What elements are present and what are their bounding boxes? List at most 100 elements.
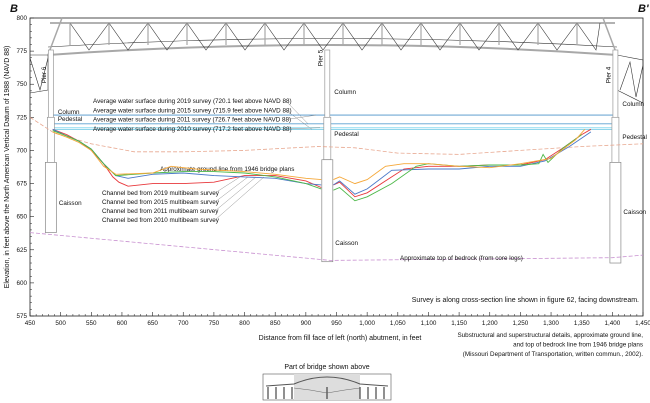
inset-bridge	[265, 376, 389, 387]
pier-pedestal	[611, 116, 620, 163]
leader-line	[214, 176, 249, 203]
source-note-line: Substructural and superstructural detail…	[457, 332, 643, 339]
y-tick-label: 650	[16, 214, 27, 221]
x-tick-label: 1,200	[482, 320, 498, 327]
x-tick-label: 1,450	[635, 320, 650, 327]
pier-pedestal	[323, 116, 332, 161]
y-tick-label: 750	[16, 81, 27, 88]
inset-ground	[293, 387, 361, 394]
leader-line	[285, 127, 321, 130]
caisson-label: Caisson	[623, 209, 646, 216]
x-tick-label: 1,100	[421, 320, 437, 327]
x-tick-label: 600	[117, 320, 128, 327]
water-surface-label: Average water surface during 2019 survey…	[93, 98, 292, 105]
truss-web	[537, 22, 578, 51]
pier-label: Pier 4	[605, 66, 612, 83]
truss-web	[342, 22, 383, 51]
channel-bed-label: Channel bed from 2015 multibeam survey	[102, 199, 220, 206]
truss-web	[186, 22, 227, 51]
inset-title: Part of bridge shown above	[284, 364, 369, 371]
section-label-right: B'	[638, 3, 649, 15]
x-tick-label: 650	[147, 320, 158, 327]
bedrock-line	[29, 232, 644, 261]
approach-span-right	[616, 54, 644, 104]
pier-label: Pier 6	[41, 66, 48, 83]
y-tick-label: 675	[16, 181, 27, 188]
approach-truss-left	[29, 57, 49, 92]
x-tick-label: 1,150	[451, 320, 467, 327]
leader-line	[214, 176, 241, 194]
channel-bed-label: Channel bed from 2019 multibeam survey	[102, 190, 220, 197]
x-tick-label: 1,000	[359, 320, 375, 327]
x-tick-label: 900	[301, 320, 312, 327]
channel-bed-line-right	[333, 131, 592, 195]
x-tick-label: 950	[331, 320, 342, 327]
x-tick-label: 450	[25, 320, 36, 327]
channel-bed-line-right	[333, 128, 592, 198]
channel-bed-line-left	[52, 128, 322, 188]
y-tick-label: 725	[16, 114, 27, 121]
channel-bed-label: Channel bed from 2011 multibeam survey	[102, 208, 219, 215]
channel-bed-line-left	[52, 130, 322, 190]
x-tick-label: 700	[178, 320, 189, 327]
approach-truss-right	[619, 60, 644, 98]
column-label: Column	[58, 109, 80, 116]
truss-web	[459, 22, 500, 51]
caisson-label: Caisson	[335, 240, 358, 247]
leader-line	[285, 100, 309, 124]
pier-caisson	[321, 159, 334, 263]
pier-column	[612, 49, 619, 118]
leader-line	[285, 110, 313, 130]
pier-pedestal	[46, 116, 55, 163]
leader-line	[214, 176, 265, 221]
y-tick-label: 575	[16, 313, 27, 320]
x-axis-title: Distance from fill face of left (north) …	[259, 335, 422, 342]
x-tick-label: 1,350	[574, 320, 590, 327]
truss-web	[264, 22, 305, 51]
truss-web	[69, 22, 110, 51]
x-tick-label: 500	[55, 320, 66, 327]
channel-bed-label: Channel bed from 2010 multibeam survey	[102, 217, 220, 224]
plot-frame	[29, 17, 644, 317]
leader-line	[214, 176, 257, 212]
caisson-label: Caisson	[59, 200, 82, 207]
truss-web	[225, 22, 266, 51]
water-surface-label: Average water surface during 2010 survey…	[93, 126, 292, 133]
column-label: Column	[622, 101, 644, 108]
ground-line-label: Approximate ground line from 1946 bridge…	[160, 166, 294, 173]
leader-line	[285, 114, 317, 120]
pier-column	[47, 49, 54, 118]
y-tick-label: 800	[16, 15, 27, 22]
x-tick-label: 1,050	[390, 320, 406, 327]
truss-end-post	[47, 17, 63, 56]
pier-label: Pier 5	[317, 49, 324, 66]
y-tick-label: 600	[16, 280, 27, 287]
truss-web	[381, 22, 422, 51]
y-tick-label: 700	[16, 147, 27, 154]
column-label: Column	[334, 89, 356, 96]
truss-web	[576, 22, 601, 51]
channel-bed-line-left	[52, 131, 322, 181]
truss-web	[108, 22, 149, 51]
channel-bed-line-right	[333, 129, 586, 185]
pier-column	[324, 49, 331, 118]
x-tick-label: 750	[209, 320, 220, 327]
x-tick-label: 1,300	[543, 320, 559, 327]
source-note-line: and top of bedrock line from 1946 bridge…	[513, 342, 643, 349]
source-note-line: (Missouri Department of Transportation, …	[463, 351, 643, 358]
truss-end-post	[602, 17, 618, 56]
pedestal-label: Pedestal	[58, 116, 83, 123]
x-tick-label: 550	[86, 320, 97, 327]
x-tick-label: 800	[239, 320, 250, 327]
section-label-left: B	[10, 3, 18, 15]
x-tick-label: 1,400	[604, 320, 620, 327]
truss-web	[420, 22, 461, 51]
y-axis-title: Elevation, in feet above the North Ameri…	[4, 46, 11, 289]
water-surface-label: Average water surface during 2011 survey…	[93, 117, 291, 124]
pier-caisson	[609, 162, 622, 264]
truss-arch	[47, 44, 618, 56]
truss-web	[147, 22, 188, 51]
y-tick-label: 775	[16, 48, 27, 55]
